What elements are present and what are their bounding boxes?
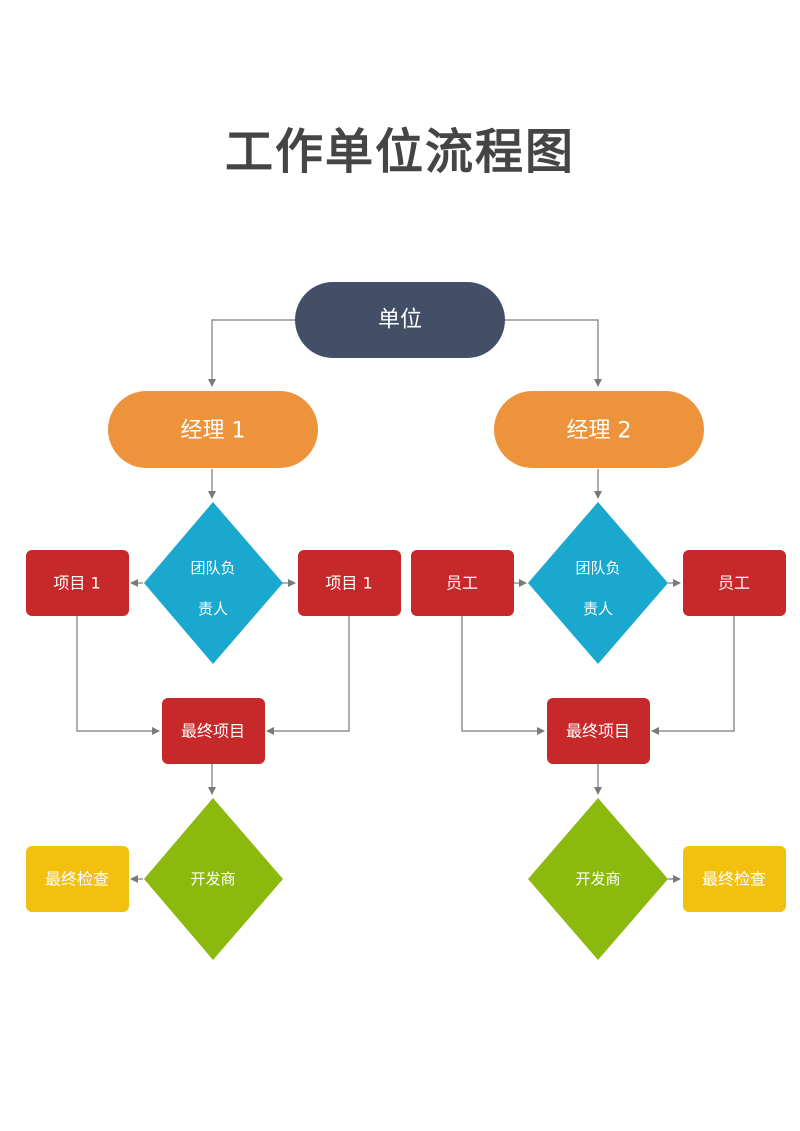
final-item-1-node: 最终项目 bbox=[162, 698, 265, 764]
manager-1-label: 经理 1 bbox=[181, 419, 246, 444]
page-title: 工作单位流程图 bbox=[224, 124, 575, 180]
item-1-left-label: 项目 1 bbox=[53, 574, 100, 593]
staff-left-label: 员工 bbox=[446, 574, 478, 593]
manager-1-node: 经理 1 bbox=[108, 391, 318, 468]
team-lead-2-node: 团队负 责人 bbox=[528, 502, 668, 664]
connector-item-left-to-final-item-1 bbox=[76, 616, 160, 735]
unit-label: 单位 bbox=[378, 308, 422, 333]
connector-unit-to-manager-2 bbox=[504, 319, 602, 387]
developer-1-label: 开发商 bbox=[190, 870, 235, 888]
item-1-right-label: 项目 1 bbox=[325, 574, 372, 593]
final-check-2-node: 最终检查 bbox=[683, 846, 786, 912]
connector-unit-to-manager-1 bbox=[208, 319, 296, 387]
team-lead-2-label-line2: 责人 bbox=[583, 600, 613, 618]
team-lead-2-label-line1: 团队负 bbox=[575, 559, 620, 577]
manager-2-label: 经理 2 bbox=[567, 419, 632, 444]
final-check-2-label: 最终检查 bbox=[702, 870, 766, 889]
developer-1-node: 开发商 bbox=[144, 798, 283, 960]
team-lead-1-label-line1: 团队负 bbox=[190, 559, 235, 577]
final-item-1-label: 最终项目 bbox=[181, 722, 245, 741]
connector-item-right-to-final-item-1 bbox=[266, 616, 350, 735]
team-lead-1-label-line2: 责人 bbox=[198, 600, 228, 618]
staff-right-label: 员工 bbox=[718, 574, 750, 593]
connectors bbox=[76, 319, 735, 883]
team-lead-1-node: 团队负 责人 bbox=[144, 502, 283, 664]
final-item-2-node: 最终项目 bbox=[547, 698, 650, 764]
staff-left-node: 员工 bbox=[411, 550, 514, 616]
unit-node: 单位 bbox=[295, 282, 505, 358]
connector-staff-right-to-final-item-2 bbox=[651, 616, 735, 735]
staff-right-node: 员工 bbox=[683, 550, 786, 616]
developer-2-node: 开发商 bbox=[528, 798, 668, 960]
final-check-1-label: 最终检查 bbox=[45, 870, 109, 889]
developer-2-label: 开发商 bbox=[575, 870, 620, 888]
item-1-left-node: 项目 1 bbox=[26, 550, 129, 616]
manager-2-node: 经理 2 bbox=[494, 391, 704, 468]
final-item-2-label: 最终项目 bbox=[566, 722, 630, 741]
item-1-right-node: 项目 1 bbox=[298, 550, 401, 616]
connector-staff-left-to-final-item-2 bbox=[461, 616, 545, 735]
final-check-1-node: 最终检查 bbox=[26, 846, 129, 912]
